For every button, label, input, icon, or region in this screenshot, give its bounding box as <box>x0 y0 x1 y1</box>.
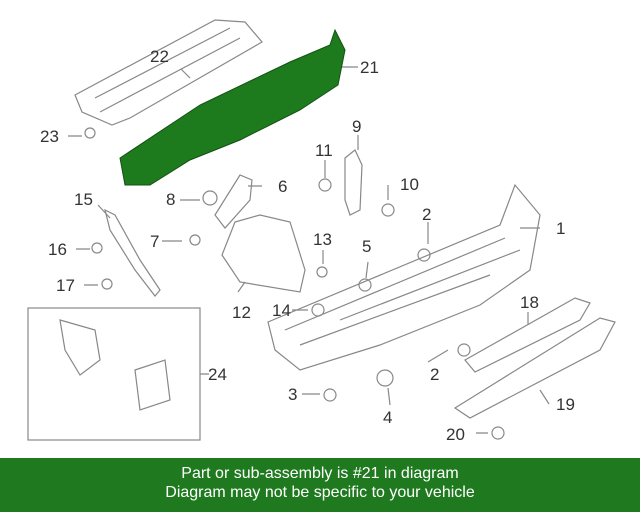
part-18-reflector-strip <box>464 297 591 373</box>
fastener-5 <box>358 278 372 292</box>
part-4-plug <box>376 369 394 387</box>
banner-line-2: Diagram may not be specific to your vehi… <box>165 484 475 501</box>
callout-2a: 2 <box>422 205 431 224</box>
part-19-skid-plate <box>453 317 616 419</box>
callout-14: 14 <box>272 301 291 320</box>
callout-10: 10 <box>400 175 419 194</box>
parts-diagram: 22 21 23 9 11 10 6 8 15 2 1 7 13 5 16 17… <box>27 19 616 444</box>
callout-7: 7 <box>150 232 159 251</box>
callout-23: 23 <box>40 127 59 146</box>
callout-8: 8 <box>166 190 175 209</box>
callout-18: 18 <box>520 293 539 312</box>
part-15-trim-strip <box>104 208 161 297</box>
callout-13: 13 <box>313 230 332 249</box>
callout-19: 19 <box>556 395 575 414</box>
info-banner: Part or sub-assembly is #21 in diagram D… <box>0 458 640 512</box>
fastener-23 <box>84 127 96 139</box>
fastener-20 <box>491 426 505 440</box>
fastener-10 <box>381 203 395 217</box>
fastener-14 <box>311 303 325 317</box>
part-9-bracket <box>344 149 363 216</box>
fastener-17 <box>101 278 113 290</box>
part-21-energy-absorber <box>119 28 346 186</box>
callout-11: 11 <box>315 141 333 160</box>
callout-1: 1 <box>556 219 565 238</box>
callout-24: 24 <box>208 365 227 384</box>
callout-4: 4 <box>383 408 392 427</box>
callout-6: 6 <box>278 177 287 196</box>
fastener-8 <box>202 190 218 206</box>
callout-9: 9 <box>352 117 361 136</box>
fastener-3 <box>323 388 337 402</box>
part-6-bracket <box>214 174 253 229</box>
fastener-13 <box>316 266 328 278</box>
part-24-kit-box <box>27 307 201 441</box>
callout-16: 16 <box>48 240 67 259</box>
callout-17: 17 <box>56 276 75 295</box>
fastener-11 <box>318 178 332 192</box>
callout-21: 21 <box>360 58 379 77</box>
callout-3: 3 <box>288 385 297 404</box>
callout-22: 22 <box>150 47 169 66</box>
part-1-bumper-cover <box>267 183 541 371</box>
callout-5: 5 <box>362 237 371 256</box>
callout-15: 15 <box>74 190 93 209</box>
part-12-bracket <box>221 214 306 293</box>
fastener-16 <box>91 242 103 254</box>
callout-2b: 2 <box>430 365 439 384</box>
fastener-7 <box>189 234 201 246</box>
part-22-reinforcement-bar <box>74 19 263 126</box>
fastener-2b <box>457 343 471 357</box>
callout-12: 12 <box>232 303 251 322</box>
callout-20: 20 <box>446 425 465 444</box>
banner-line-1: Part or sub-assembly is #21 in diagram <box>181 465 459 482</box>
fastener-2a <box>417 248 431 262</box>
